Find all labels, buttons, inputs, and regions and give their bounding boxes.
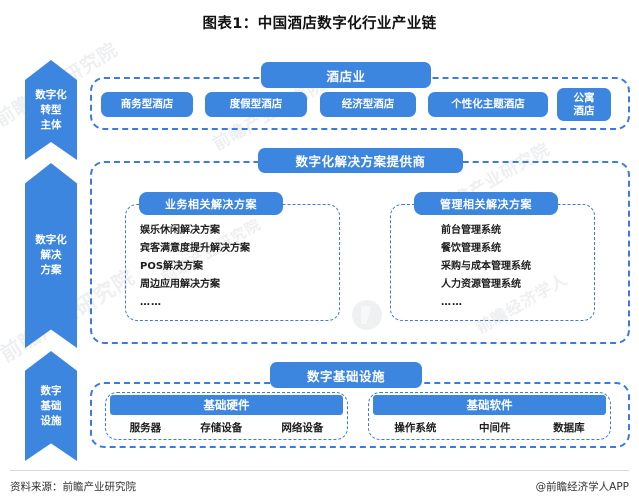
management-solutions-header: 管理相关解决方案: [414, 192, 558, 215]
digital-solutions-header: 数字化解决方案提供商: [258, 148, 463, 173]
stage-arrow-label-line2: 解决: [40, 249, 62, 261]
hotel-type-chip-personalized-theme[interactable]: 个性化主题酒店: [428, 92, 548, 117]
stage-arrow-label-line2: 基础: [40, 399, 62, 412]
list-item: 人力资源管理系统: [441, 279, 521, 290]
base-hardware-header: 基础硬件: [110, 395, 343, 415]
list-item-ellipsis: ……: [140, 297, 162, 308]
hotel-industry-header: 酒店业: [261, 62, 431, 88]
stage-arrow-digital-transformation-subject: 数字化 转型 主体: [25, 60, 77, 160]
list-item-ellipsis: ……: [441, 297, 463, 308]
list-item: POS解决方案: [140, 261, 204, 272]
list-item: 宾客满意度提升解决方案: [140, 243, 250, 254]
source-text: 资料来源：前瞻产业研究院: [10, 481, 136, 493]
base-software-header: 基础软件: [373, 395, 606, 415]
list-item: 操作系统: [394, 421, 437, 434]
hotel-type-chip-apartment-line1: 公寓: [573, 91, 595, 104]
hotel-type-chip-apartment-line2: 酒店: [573, 104, 595, 117]
stage-arrow-digital-infrastructure: 数字 基础 设施: [25, 351, 77, 461]
management-solutions-list: 前台管理系统 餐饮管理系统 采购与成本管理系统 人力资源管理系统 ……: [441, 224, 591, 310]
list-item: 采购与成本管理系统: [441, 261, 531, 272]
base-hardware-group: [105, 392, 348, 440]
list-item: 存储设备: [200, 421, 243, 434]
list-item: 网络设备: [281, 421, 324, 434]
digital-infrastructure-header: 数字基础设施: [270, 362, 422, 388]
stage-arrow-label-line3: 方案: [40, 264, 62, 276]
stage-arrow-label-line1: 数字: [40, 384, 62, 397]
stage-arrow-label-line2: 转型: [40, 103, 62, 116]
business-solutions-header: 业务相关解决方案: [139, 192, 283, 215]
hotel-type-chip-resort[interactable]: 度假型酒店: [205, 92, 307, 117]
footer-divider: [10, 470, 629, 471]
app-attribution: @前瞻经济学人APP: [535, 481, 629, 493]
list-item: 中间件: [478, 421, 511, 434]
hotel-type-chip-economy[interactable]: 经济型酒店: [320, 92, 416, 117]
stage-arrow-label-line3: 主体: [40, 118, 62, 131]
base-software-group: [368, 392, 611, 440]
page-title: 图表1：中国酒店数字化行业产业链: [202, 16, 437, 32]
list-item: 餐饮管理系统: [441, 243, 501, 254]
stage-arrow-label-line1: 数字化: [35, 88, 67, 101]
hotel-type-chip-business[interactable]: 商务型酒店: [101, 92, 193, 117]
stage-arrow-digital-solutions: 数字化 解决 方案: [25, 163, 77, 348]
stage-arrow-label-line3: 设施: [40, 414, 62, 427]
hotel-type-chip-apartment[interactable]: 公寓 酒店: [557, 88, 611, 121]
list-item: 周边应用解决方案: [140, 279, 220, 290]
stage-arrow-label-line1: 数字化: [35, 234, 67, 246]
list-item: 前台管理系统: [441, 225, 501, 236]
list-item: 娱乐休闲解决方案: [140, 225, 220, 236]
list-item: 数据库: [553, 421, 585, 434]
list-item: 服务器: [129, 421, 162, 434]
base-software-items: 操作系统 中间件 数据库: [373, 417, 606, 437]
base-hardware-items: 服务器 存储设备 网络设备: [110, 417, 343, 437]
business-solutions-list: 娱乐休闲解决方案 宾客满意度提升解决方案 POS解决方案 周边应用解决方案 ……: [140, 224, 336, 310]
